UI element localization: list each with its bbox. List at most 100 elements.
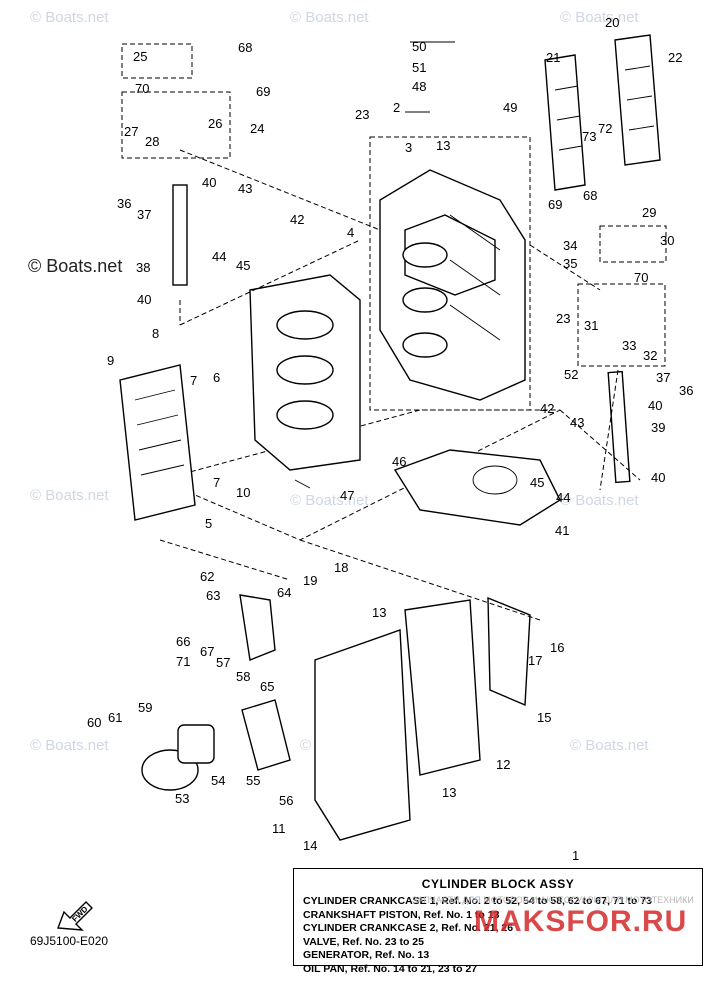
callout-13: 13	[372, 605, 386, 620]
callout-22: 22	[668, 50, 682, 65]
callout-46: 46	[392, 454, 406, 469]
legend-title: CYLINDER BLOCK ASSY	[421, 877, 575, 891]
callout-10: 10	[236, 485, 250, 500]
callout-20: 20	[605, 15, 619, 30]
callout-29: 29	[642, 205, 656, 220]
callout-70: 70	[634, 270, 648, 285]
callout-39: 39	[651, 420, 665, 435]
callout-68: 68	[583, 188, 597, 203]
callout-3: 3	[405, 140, 412, 155]
legend-line: CRANKSHAFT PISTON, Ref. No. 1 to 13	[303, 908, 500, 921]
callout-53: 53	[175, 791, 189, 806]
callout-15: 15	[537, 710, 551, 725]
callout-58: 58	[236, 669, 250, 684]
callout-45: 45	[236, 258, 250, 273]
callout-13: 13	[436, 138, 450, 153]
callout-40: 40	[648, 398, 662, 413]
callout-27: 27	[124, 124, 138, 139]
callout-45: 45	[530, 475, 544, 490]
callout-1: 1	[572, 848, 579, 863]
callout-14: 14	[303, 838, 317, 853]
callout-61: 61	[108, 710, 122, 725]
callout-44: 44	[212, 249, 226, 264]
callout-40: 40	[651, 470, 665, 485]
callout-24: 24	[250, 121, 264, 136]
callout-55: 55	[246, 773, 260, 788]
callout-52: 52	[564, 367, 578, 382]
callout-13: 13	[442, 785, 456, 800]
callout-38: 38	[136, 260, 150, 275]
callout-7: 7	[213, 475, 220, 490]
watermark-text: © Boats.net	[30, 9, 109, 26]
legend-line: OIL PAN, Ref. No. 14 to 21, 23 to 27	[303, 962, 478, 975]
callout-36: 36	[117, 196, 131, 211]
callout-43: 43	[570, 415, 584, 430]
callout-31: 31	[584, 318, 598, 333]
watermark-text: © Boats.net	[30, 487, 109, 504]
callout-72: 72	[598, 121, 612, 136]
overlay-subtitle: ЗАПЧАСТИ ДЛЯ МОТОРОВ И АКСЕССУАРЫ ДЛЯ МО…	[412, 895, 694, 905]
callout-47: 47	[340, 488, 354, 503]
watermark-text: © Boats.net	[560, 492, 639, 509]
callout-37: 37	[656, 370, 670, 385]
callout-42: 42	[290, 212, 304, 227]
callout-37: 37	[137, 207, 151, 222]
callout-73: 73	[582, 129, 596, 144]
callout-56: 56	[279, 793, 293, 808]
callout-62: 62	[200, 569, 214, 584]
callout-16: 16	[550, 640, 564, 655]
callout-51: 51	[412, 60, 426, 75]
forward-arrow-icon: FWD	[54, 888, 98, 937]
callouts: 1 2 3 4 5 6 7 7 8 9 10 11 12 13 13 13 14…	[87, 15, 693, 863]
callout-23: 23	[556, 311, 570, 326]
legend-line: CYLINDER CRANKCASE 2, Ref. No. 21, 26	[303, 922, 514, 934]
legend-line: VALVE, Ref. No. 23 to 25	[303, 935, 424, 948]
watermark-text: © Boats.net	[28, 256, 122, 276]
callout-68: 68	[238, 40, 252, 55]
callout-32: 32	[643, 348, 657, 363]
callout-65: 65	[260, 679, 274, 694]
callout-64: 64	[277, 585, 291, 600]
exhaust-cover-plate	[119, 364, 196, 521]
callout-35: 35	[563, 256, 577, 271]
callout-36: 36	[679, 383, 693, 398]
callout-18: 18	[334, 560, 348, 575]
watermark-text: © Boats.net	[570, 737, 649, 754]
callout-34: 34	[563, 238, 577, 253]
callout-40: 40	[202, 175, 216, 190]
callout-67: 67	[200, 644, 214, 659]
oil-pan	[141, 594, 531, 841]
callout-11: 11	[272, 821, 286, 836]
legend-box: CYLINDER BLOCK ASSY CYLINDER CRANKCASE 1…	[293, 868, 703, 975]
side-plates	[544, 34, 661, 191]
callout-50: 50	[412, 39, 426, 54]
callout-41: 41	[555, 523, 569, 538]
callout-69: 69	[548, 197, 562, 212]
callout-43: 43	[238, 181, 252, 196]
callout-21: 21	[546, 50, 560, 65]
callout-60: 60	[87, 715, 101, 730]
watermark-text: © Boats.net	[560, 9, 639, 26]
legend-lines: CYLINDER CRANKCASE 1, Ref. No. 2 to 52, …	[303, 895, 652, 976]
callout-70: 70	[135, 81, 149, 96]
legend-line: CYLINDER CRANKCASE 1, Ref. No. 2 to 52, …	[303, 895, 652, 907]
callout-66: 66	[176, 634, 190, 649]
callout-33: 33	[622, 338, 636, 353]
diagram-code: 69J5100-E020	[30, 934, 109, 948]
callout-2: 2	[393, 100, 400, 115]
watermark-text: © Boats.net	[290, 9, 369, 26]
callout-25: 25	[133, 49, 147, 64]
callout-19: 19	[303, 573, 317, 588]
callout-54: 54	[211, 773, 225, 788]
leader-lines	[159, 41, 641, 621]
callout-7: 7	[190, 373, 197, 388]
callout-40: 40	[137, 292, 151, 307]
callout-44: 44	[556, 490, 570, 505]
callout-26: 26	[208, 116, 222, 131]
watermark-text: © Boats.net	[30, 737, 109, 754]
legend-line: GENERATOR, Ref. No. 13	[303, 949, 430, 961]
callout-6: 6	[213, 370, 220, 385]
callout-4: 4	[347, 225, 354, 240]
gasket	[393, 449, 561, 526]
callout-42: 42	[540, 401, 554, 416]
